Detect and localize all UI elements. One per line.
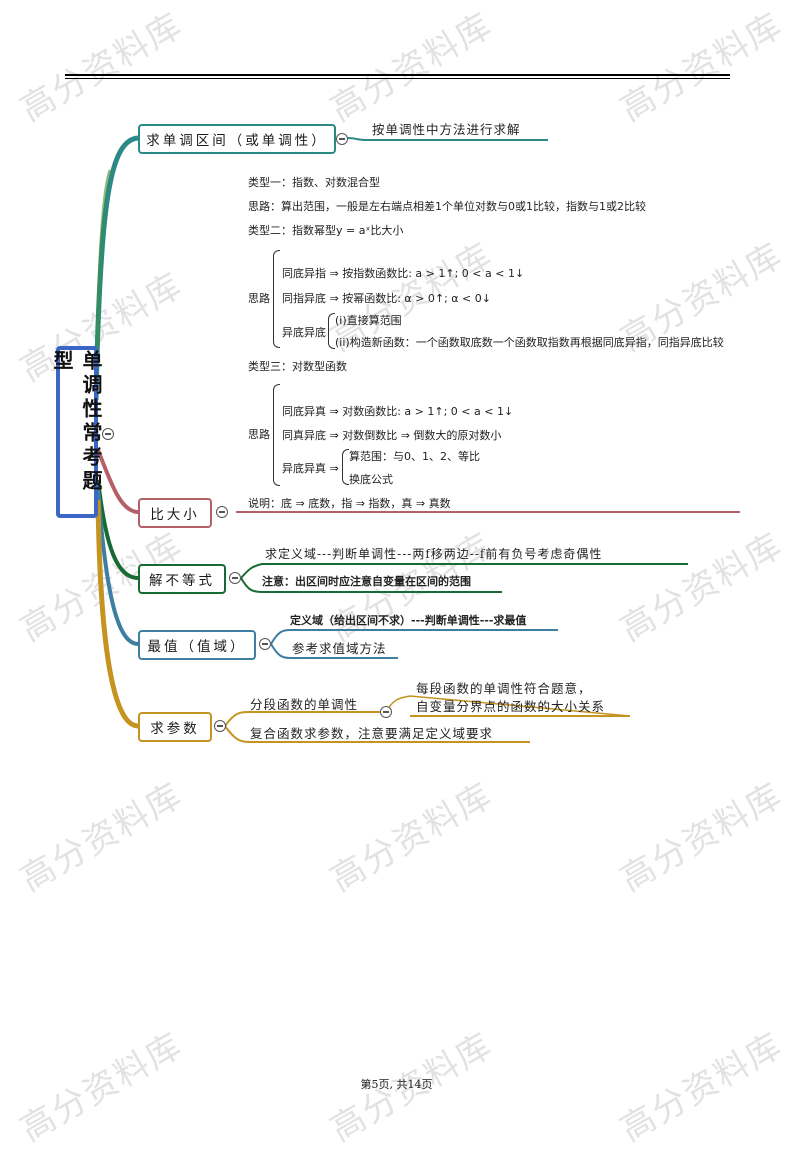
branch-extremum[interactable]: 最值（值域）: [138, 630, 256, 660]
brace-icon: [342, 449, 349, 485]
log-rule-3b: 换底公式: [349, 473, 393, 486]
type-three-text: 类型三：对数型函数: [248, 360, 347, 373]
log-rule-1: 同底异真 ⇒ 对数函数比: a > 1↑; 0 < a < 1↓: [282, 405, 514, 418]
parameter-piecewise-cond1: 每段函数的单调性符合题意，: [416, 681, 592, 696]
extremum-reference: 参考求值域方法: [292, 641, 387, 656]
page-number: 第5页, 共14页: [360, 1078, 433, 1091]
root-node[interactable]: 单调性常考题型: [50, 346, 103, 518]
power-rule-3b: (ii)构造新函数：一个函数取底数一个函数取指数再根据同底异指，同指异底比较: [335, 336, 724, 349]
log-rule-3a: 算范围：与0、1、2、等比: [349, 450, 480, 463]
type-two-text: 类型二：指数幂型y = aˣ比大小: [248, 224, 404, 237]
power-rule-3a: (i)直接算范围: [335, 314, 402, 327]
monotonic-method-note: 按单调性中方法进行求解: [372, 122, 521, 137]
branch-compare-label: 比大小: [150, 507, 200, 523]
collapse-icon[interactable]: [229, 572, 241, 584]
power-rule-2: 同指异底 ⇒ 按幂函数比: α > 0↑; α < 0↓: [282, 292, 491, 305]
inequality-note: 注意：出区间时应注意自变量在区间的范围: [262, 575, 471, 588]
log-rule-2: 同真异底 ⇒ 对数倒数比 ⇒ 倒数大的原对数小: [282, 429, 502, 442]
root-label: 单调性常考题型: [50, 350, 103, 494]
parameter-composite: 复合函数求参数，注意要满足定义域要求: [250, 726, 494, 741]
collapse-icon[interactable]: [214, 720, 226, 732]
extremum-steps: 定义域（给出区间不求）---判断单调性---求最值: [290, 614, 527, 627]
explain-text: 说明：底 ⇒ 底数，指 ⇒ 指数，真 ⇒ 真数: [248, 497, 451, 510]
parameter-piecewise-cond2: 自变量分界点的函数的大小关系: [416, 699, 606, 714]
branch-extremum-label: 最值（值域）: [147, 639, 247, 655]
type-one-text: 类型一：指数、对数混合型: [248, 176, 380, 189]
inequality-steps: 求定义域---判断单调性---两f移两边--f前有负号考虑奇偶性: [265, 547, 603, 561]
collapse-icon[interactable]: [336, 133, 348, 145]
idea-label: 思路: [248, 292, 270, 305]
collapse-icon[interactable]: [380, 706, 392, 718]
branch-parameter-label: 求参数: [150, 721, 200, 737]
collapse-icon[interactable]: [216, 506, 228, 518]
branch-inequality-label: 解不等式: [149, 573, 215, 589]
brace-icon: [328, 313, 335, 349]
branch-inequality[interactable]: 解不等式: [138, 564, 226, 594]
branch-parameter[interactable]: 求参数: [138, 712, 212, 742]
idea-label: 思路: [248, 428, 270, 441]
parameter-piecewise: 分段函数的单调性: [250, 697, 359, 712]
branch-compare[interactable]: 比大小: [138, 498, 212, 528]
branch-monotonic-interval[interactable]: 求单调区间（或单调性）: [138, 124, 336, 154]
power-rule-3-label: 异底异底: [282, 326, 326, 339]
idea-one-text: 思路：算出范围，一般是左右端点相差1个单位对数与0或1比较，指数与1或2比较: [248, 200, 646, 213]
log-rule-3-label: 异底异真 ⇒: [282, 462, 339, 475]
header-rule: [65, 78, 730, 79]
power-rule-1: 同底异指 ⇒ 按指数函数比: a > 1↑; 0 < a < 1↓: [282, 267, 525, 280]
branch-monotonic-interval-label: 求单调区间（或单调性）: [146, 133, 328, 149]
collapse-icon[interactable]: [259, 638, 271, 650]
brace-icon: [273, 250, 280, 348]
header-rule: [65, 74, 730, 76]
collapse-icon[interactable]: [102, 428, 114, 440]
brace-icon: [273, 384, 280, 486]
